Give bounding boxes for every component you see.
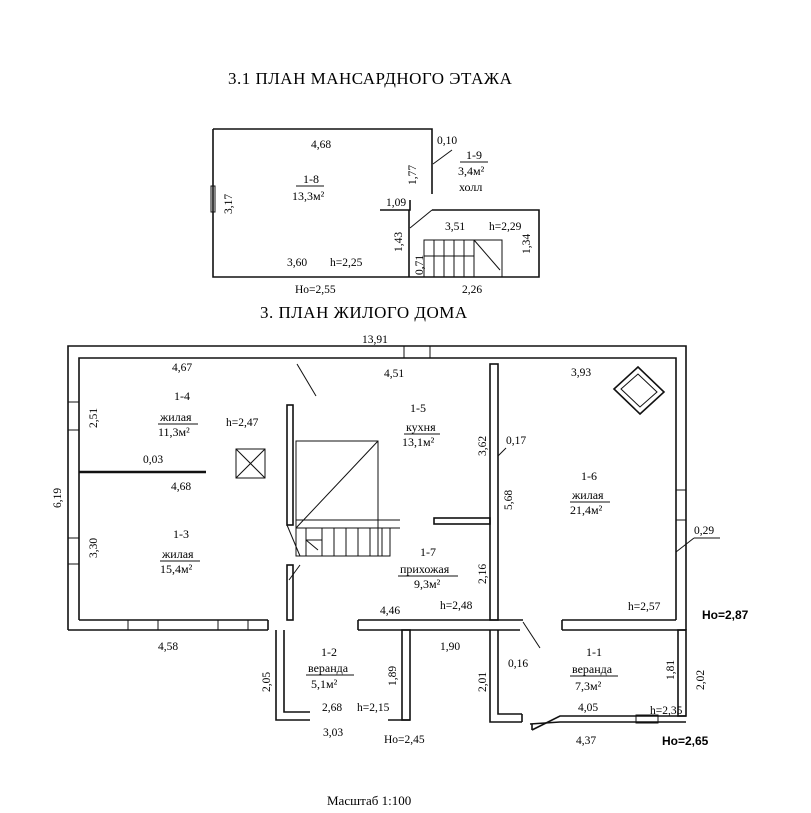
room-1-1: 1-1 веранда 7,3м² <box>570 645 618 693</box>
room-1-3: 1-3 жилая 15,4м² <box>160 527 200 576</box>
room-1-5-name: кухня <box>406 420 436 434</box>
dim-458: 4,58 <box>158 641 178 653</box>
dim-ho287: Ho=2,87 <box>702 608 749 622</box>
dim-437: 4,37 <box>576 735 596 747</box>
dim-ho265: Ho=2,65 <box>662 734 709 748</box>
stove-icon <box>612 365 666 416</box>
house-plan: 1-4 жилая 11,3м² 1-3 жилая 15,4м² 1-5 ку… <box>52 334 749 748</box>
dim-h248: h=2,48 <box>440 600 473 612</box>
dim-201: 2,01 <box>477 672 489 692</box>
dim-205: 2,05 <box>261 672 273 692</box>
room-1-3-number: 1-3 <box>173 527 189 541</box>
dim-total-width: 13,91 <box>362 334 388 346</box>
room-1-1-name: веранда <box>572 662 613 676</box>
dim-330: 3,30 <box>88 538 100 558</box>
room-1-1-number: 1-1 <box>586 645 602 659</box>
room-1-6-area: 21,4м² <box>570 503 603 517</box>
dim-003: 0,03 <box>143 454 163 466</box>
dim-h257: h=2,57 <box>628 601 661 613</box>
house-stairs <box>295 440 400 557</box>
scale-label: Масштаб 1:100 <box>327 793 411 808</box>
house-plan-title: 3. ПЛАН ЖИЛОГО ДОМА <box>260 303 468 322</box>
attic-plan: 1-8 13,3м² 1-9 3,4м² холл 4,68 3,17 0,10… <box>210 128 540 296</box>
room-1-6-name: жилая <box>571 488 604 502</box>
dim-190: 1,90 <box>440 641 460 653</box>
room-1-5: 1-5 кухня 13,1м² <box>402 401 440 449</box>
room-1-5-area: 13,1м² <box>402 435 435 449</box>
dim-ho245: Ho=2,45 <box>384 734 425 746</box>
room-1-4-number: 1-4 <box>174 389 190 403</box>
attic-dim-010: 0,10 <box>437 135 457 147</box>
attic-dim-360: 3,60 <box>287 257 307 269</box>
dim-393: 3,93 <box>571 367 591 379</box>
dim-016: 0,16 <box>508 658 528 670</box>
attic-dim-226: 2,26 <box>462 284 482 296</box>
attic-dim-top: 4,68 <box>311 139 331 151</box>
dim-189: 1,89 <box>387 666 399 686</box>
attic-dim-ho255: Ho=2,55 <box>295 284 336 296</box>
dim-446: 4,46 <box>380 605 400 617</box>
dim-181: 1,81 <box>665 660 677 680</box>
attic-dim-143: 1,43 <box>393 232 405 252</box>
room-1-6: 1-6 жилая 21,4м² <box>570 469 610 517</box>
room-1-7-name: прихожая <box>400 562 450 576</box>
attic-dim-177: 1,77 <box>407 165 419 185</box>
room-1-6-number: 1-6 <box>581 469 597 483</box>
dim-303: 3,03 <box>323 727 343 739</box>
room-1-4: 1-4 жилая 11,3м² <box>158 389 198 439</box>
dim-467: 4,67 <box>172 362 192 374</box>
room-1-2-number: 1-2 <box>321 645 337 659</box>
dim-h235: h=2,35 <box>650 705 683 717</box>
room-1-8-area: 13,3м² <box>292 189 325 203</box>
dim-451: 4,51 <box>384 368 404 380</box>
dim-h215: h=2,15 <box>357 702 390 714</box>
attic-stairs <box>423 239 503 278</box>
room-1-9-name: холл <box>459 180 482 194</box>
room-1-7: 1-7 прихожая 9,3м² <box>398 545 458 591</box>
dim-362: 3,62 <box>477 436 489 456</box>
attic-dim-h229: h=2,29 <box>489 221 522 233</box>
dim-619: 6,19 <box>52 488 64 508</box>
room-1-4-area: 11,3м² <box>158 425 190 439</box>
dim-468: 4,68 <box>171 481 191 493</box>
room-1-4-name: жилая <box>159 410 192 424</box>
room-1-2: 1-2 веранда 5,1м² <box>306 645 354 691</box>
dim-216: 2,16 <box>477 564 489 584</box>
attic-dim-351: 3,51 <box>445 221 465 233</box>
room-1-7-number: 1-7 <box>420 545 436 559</box>
attic-dim-109: 1,09 <box>386 197 406 209</box>
attic-dim-left: 3,17 <box>223 194 235 214</box>
room-1-5-number: 1-5 <box>410 401 426 415</box>
attic-dim-134: 1,34 <box>521 234 533 254</box>
dim-017: 0,17 <box>506 435 526 447</box>
room-1-3-area: 15,4м² <box>160 562 193 576</box>
room-1-9-area: 3,4м² <box>458 164 485 178</box>
attic-dim-071: 0,71 <box>414 255 426 275</box>
dim-268: 2,68 <box>322 702 342 714</box>
room-1-3-name: жилая <box>161 547 194 561</box>
room-1-2-area: 5,1м² <box>311 677 338 691</box>
dim-029: 0,29 <box>694 525 714 537</box>
attic-dim-h225: h=2,25 <box>330 257 363 269</box>
dim-202: 2,02 <box>695 670 707 690</box>
dim-405: 4,05 <box>578 702 598 714</box>
room-1-7-area: 9,3м² <box>414 577 441 591</box>
dim-568: 5,68 <box>503 490 515 510</box>
room-1-1-area: 7,3м² <box>575 679 602 693</box>
dim-251: 2,51 <box>88 408 100 428</box>
room-1-8-number: 1-8 <box>303 172 319 186</box>
dim-h247: h=2,47 <box>226 417 259 429</box>
attic-plan-title: 3.1 ПЛАН МАНСАРДНОГО ЭТАЖА <box>228 69 513 88</box>
room-1-2-name: веранда <box>308 661 349 675</box>
room-1-9-number: 1-9 <box>466 148 482 162</box>
